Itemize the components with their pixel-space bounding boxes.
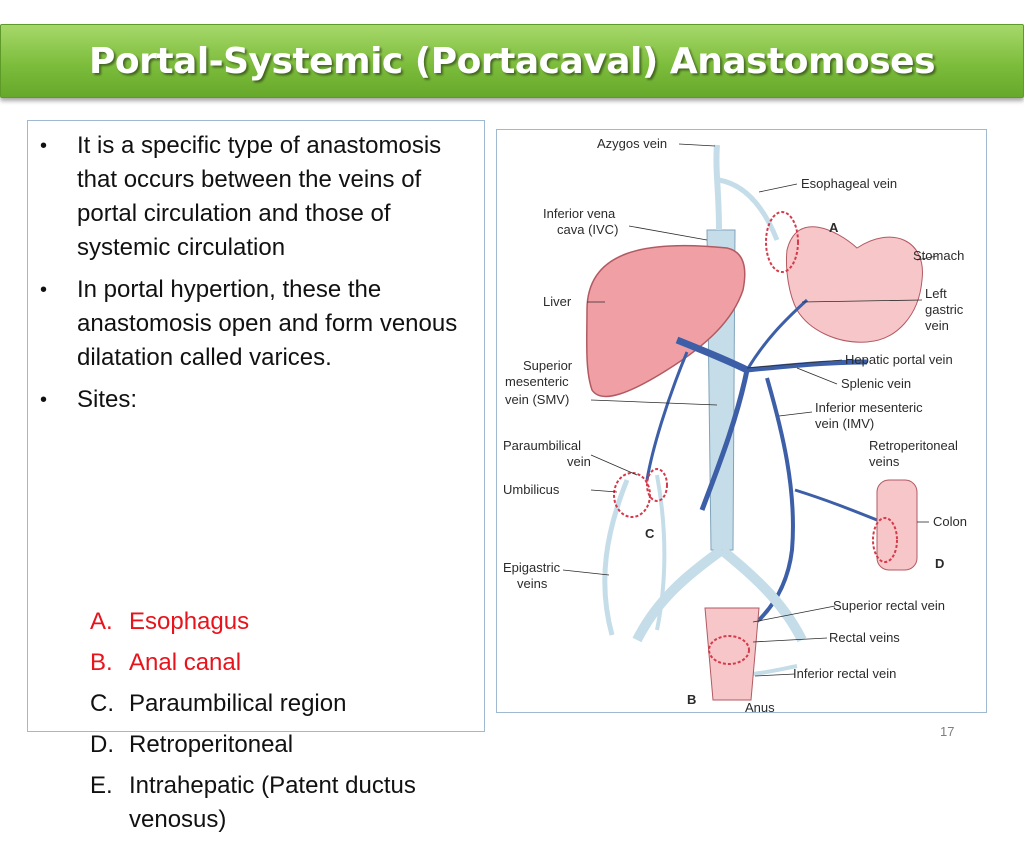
- bullet-item-sites: Sites:: [28, 383, 484, 417]
- portacaval-diagram: Azygos vein Esophageal vein Inferior ven…: [503, 136, 967, 715]
- anastomosis-ring-d: [872, 517, 898, 563]
- label-smv-line3: vein (SMV): [505, 392, 569, 407]
- site-item-paraumbilical: C. Paraumbilical region: [28, 687, 484, 721]
- text-content-box: It is a specific type of anastomosis tha…: [27, 120, 485, 833]
- site-label: Paraumbilical region: [129, 690, 347, 717]
- label-umbilicus: Umbilicus: [503, 482, 560, 497]
- colon-shape: [876, 479, 918, 571]
- title-bar: Portal-Systemic (Portacaval) Anastomoses: [0, 24, 1024, 98]
- epigastric-vessel: [602, 479, 630, 636]
- epigastric-branch-vessel: [655, 474, 667, 631]
- site-marker: B.: [90, 649, 113, 676]
- rectum-shape: [704, 607, 760, 701]
- site-item-esophagus: A. Esophagus: [28, 605, 484, 639]
- azygos-vessel: [713, 144, 722, 231]
- site-item-anal-canal: B. Anal canal: [28, 646, 484, 680]
- label-inferior-rectal-vein: Inferior rectal vein: [793, 666, 896, 681]
- label-site-c: C: [645, 526, 655, 541]
- left-gastric-vessel: [745, 298, 809, 371]
- label-ivc-line2: cava (IVC): [557, 222, 618, 237]
- esophageal-vessel: [718, 177, 780, 241]
- bullet-item-definition: It is a specific type of anastomosis tha…: [28, 129, 484, 265]
- label-smv-line2: mesenteric: [505, 374, 569, 389]
- site-marker: A.: [90, 608, 113, 635]
- iliac-left-vessel: [632, 545, 725, 643]
- anastomosis-ring-a: [765, 211, 799, 273]
- bullet-list: It is a specific type of anastomosis tha…: [28, 129, 484, 425]
- anastomosis-ring-c2: [646, 468, 668, 502]
- label-azygos-vein: Azygos vein: [597, 136, 667, 151]
- label-anus: Anus: [745, 700, 775, 712]
- stomach-shape: [786, 226, 923, 343]
- site-marker: E.: [90, 772, 113, 799]
- site-label: Esophagus: [129, 608, 250, 635]
- label-paraumbilical-line2: vein: [567, 454, 591, 469]
- label-left-gastric-line1: Left: [925, 286, 947, 301]
- site-marker: D.: [90, 731, 114, 758]
- site-label: Anal canal: [129, 649, 242, 676]
- label-site-d: D: [935, 556, 944, 571]
- label-hepatic-portal-vein: Hepatic portal vein: [845, 352, 953, 367]
- label-retroperitoneal-line1: Retroperitoneal: [869, 438, 958, 453]
- smv-vessel: [699, 369, 750, 511]
- anastomosis-ring-b: [708, 635, 750, 665]
- slide-title: Portal-Systemic (Portacaval) Anastomoses: [88, 40, 936, 82]
- label-superior-rectal-vein: Superior rectal vein: [833, 598, 945, 613]
- label-esophageal-vein: Esophageal vein: [801, 176, 897, 191]
- label-ivc-line1: Inferior vena: [543, 206, 616, 221]
- label-splenic-vein: Splenic vein: [841, 376, 911, 391]
- liver-shape: [585, 244, 746, 398]
- iliac-right-vessel: [718, 546, 807, 643]
- label-site-b: B: [687, 692, 696, 707]
- page-number: 17: [940, 724, 955, 739]
- label-epigastric-line1: Epigastric: [503, 560, 561, 575]
- bullet-item-portal-hypertension: In portal hypertion, these the anastomos…: [28, 273, 484, 375]
- site-item-intrahepatic: E. Intrahepatic (Patent ductus venosus): [28, 769, 484, 837]
- label-imv-line1: Inferior mesenteric: [815, 400, 923, 415]
- label-paraumbilical-line1: Paraumbilical: [503, 438, 581, 453]
- imv-vessel: [757, 377, 795, 622]
- paraumbilical-vessel: [645, 351, 689, 481]
- label-retroperitoneal-line2: veins: [869, 454, 900, 469]
- label-site-a: A: [829, 220, 839, 235]
- hepatic-portal-vessel: [675, 336, 749, 374]
- label-left-gastric-line3: vein: [925, 318, 949, 333]
- label-colon: Colon: [933, 514, 967, 529]
- label-imv-line2: vein (IMV): [815, 416, 874, 431]
- label-epigastric-line2: veins: [517, 576, 548, 591]
- leader-lines: [562, 143, 938, 677]
- site-label: Intrahepatic (Patent ductus venosus): [129, 772, 416, 833]
- splenic-vessel: [746, 359, 868, 373]
- site-item-retroperitoneal: D. Retroperitoneal: [28, 728, 484, 762]
- label-left-gastric-line2: gastric: [925, 302, 964, 317]
- label-rectal-veins: Rectal veins: [829, 630, 900, 645]
- label-smv-line1: Superior: [523, 358, 573, 373]
- anatomy-figure: Azygos vein Esophageal vein Inferior ven…: [496, 129, 987, 715]
- sites-list: A. Esophagus B. Anal canal C. Paraumbilical…: [28, 605, 484, 844]
- label-stomach: Stomach: [913, 248, 964, 263]
- site-marker: C.: [90, 690, 114, 717]
- site-label: Retroperitoneal: [129, 731, 294, 758]
- label-liver: Liver: [543, 294, 572, 309]
- colon-branch-vessel: [794, 488, 883, 524]
